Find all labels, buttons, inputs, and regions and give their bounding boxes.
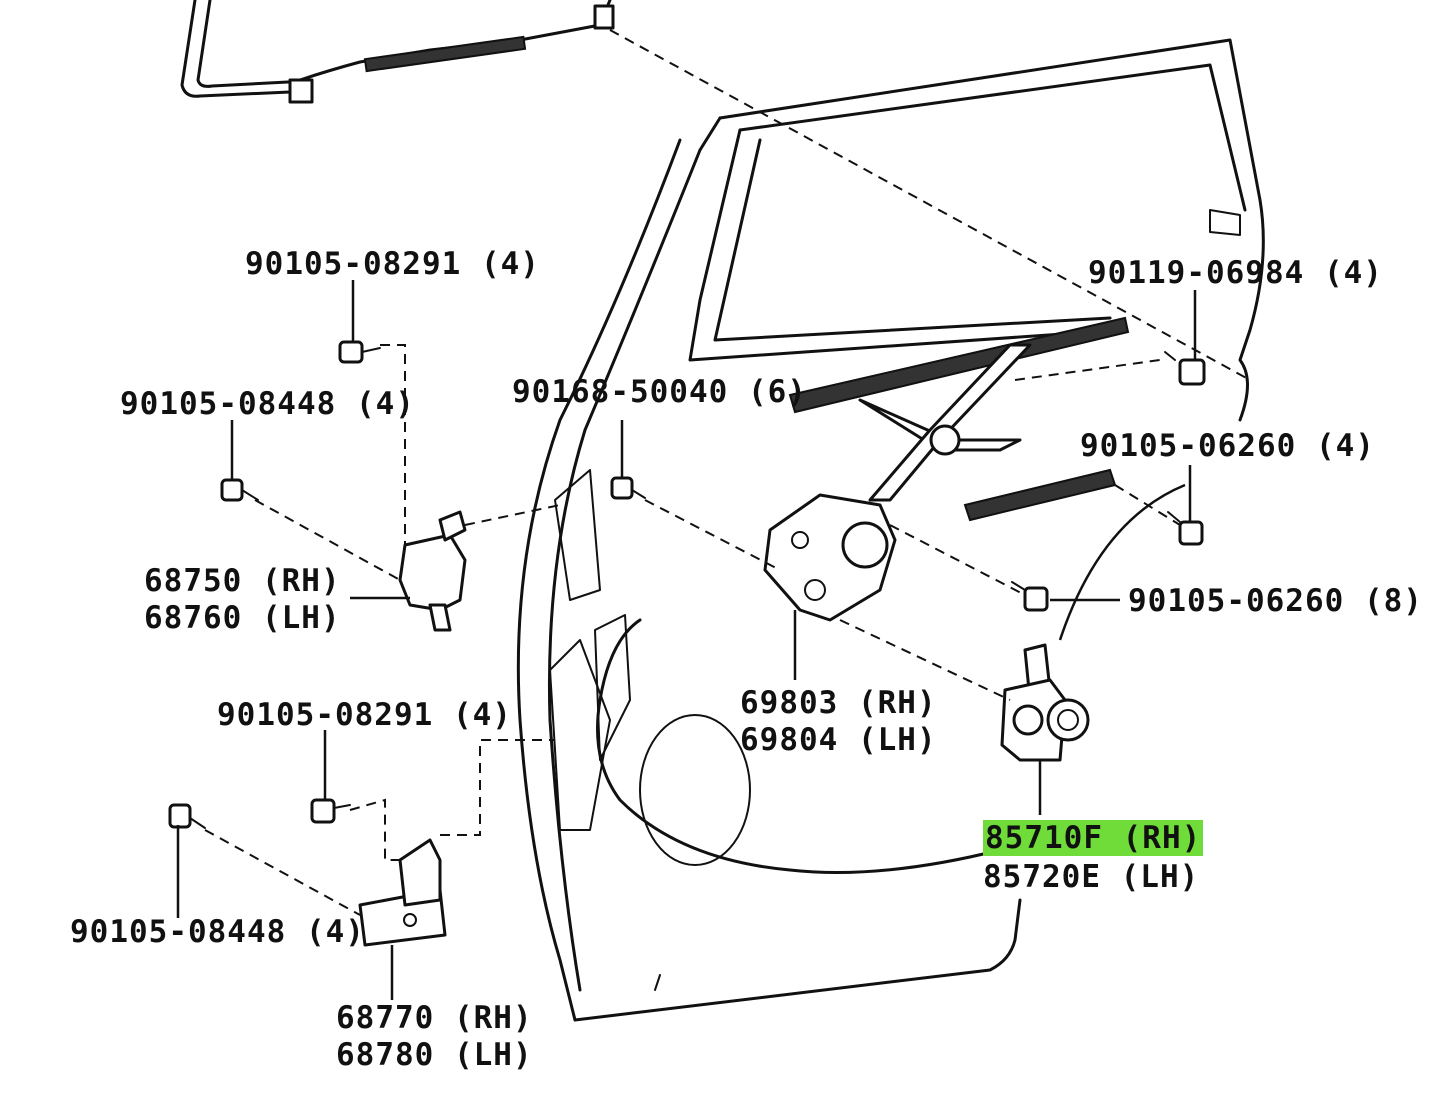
label-hinge-upper-lh: 68760 (LH) [144,600,341,636]
highlight-motor-rh: 85710F (RH) [983,820,1204,856]
label-bolt-left-upper: 90105-08448 (4) [120,386,415,422]
alignment-lines [204,29,1251,916]
window-regulator [763,316,1130,622]
door-panel [516,38,1265,1022]
label-bolt-top-left: 90105-08291 (4) [245,246,540,282]
label-bolt-right-upper: 90105-06260 (4) [1080,428,1375,464]
label-bolt-right-mid: 90105-06260 (8) [1128,583,1423,619]
label-bolt-left-lower: 90105-08448 (4) [70,914,365,950]
label-hinge-lower-lh: 68780 (LH) [336,1037,533,1073]
glass-run-strip [180,0,615,104]
label-regulator-rh: 69803 (RH) [740,685,937,721]
label-hinge-upper-rh: 68750 (RH) [144,563,341,599]
label-bolt-center: 90168-50040 (6) [512,374,807,410]
window-motor [1000,643,1090,762]
label-motor-lh: 85720E (LH) [983,859,1200,895]
lower-hinge [358,838,447,947]
label-regulator-lh: 69804 (LH) [740,722,937,758]
label-hinge-lower-rh: 68770 (RH) [336,1000,533,1036]
leader-lines [176,280,1197,1000]
label-bolt-top-right: 90119-06984 (4) [1088,255,1383,291]
label-bolt-left-mid: 90105-08291 (4) [217,697,512,733]
bolts [168,340,1206,829]
upper-hinge [398,510,467,632]
label-motor-rh: 85710F (RH) [983,820,1204,856]
